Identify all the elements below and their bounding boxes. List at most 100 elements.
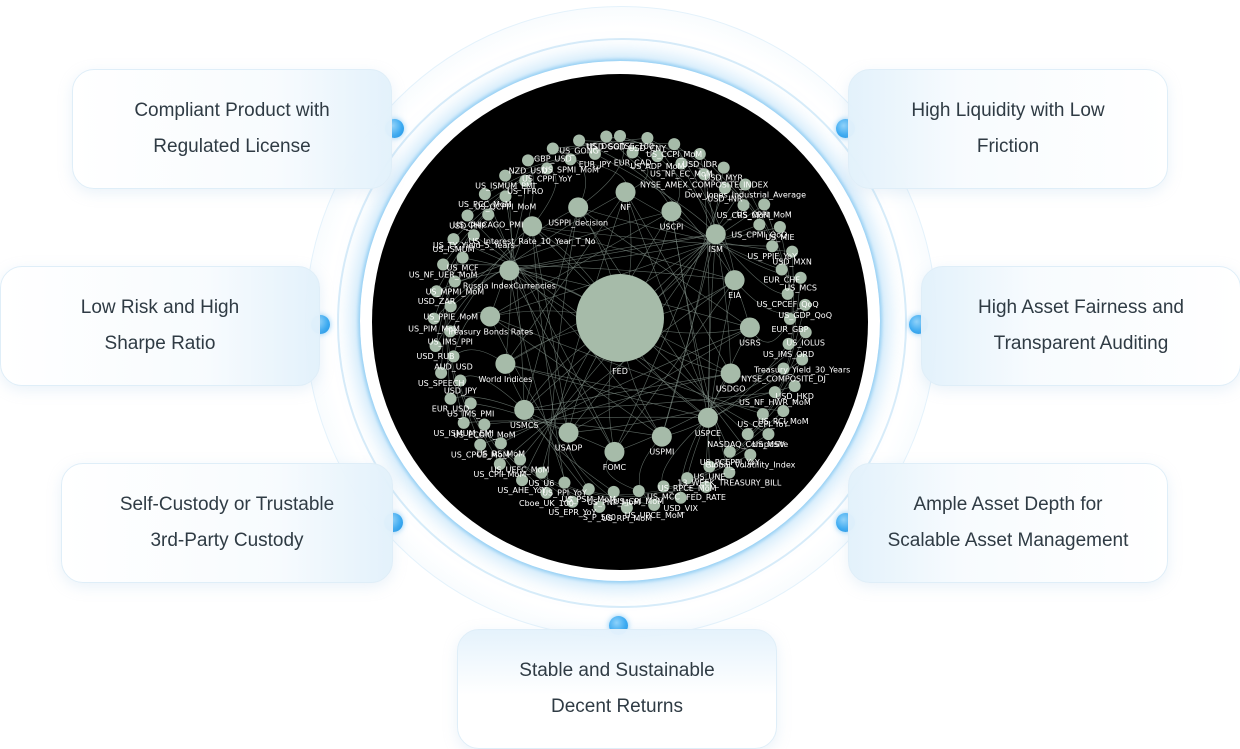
- network-node: [626, 146, 639, 159]
- feature-line: Ample Asset Depth for: [913, 494, 1103, 515]
- network-node: [794, 271, 807, 284]
- network-node: [607, 485, 620, 498]
- network-edge: [531, 226, 569, 433]
- network-node: [799, 298, 812, 311]
- network-node-label: EUR_JPY: [579, 160, 611, 169]
- feature-text: Ample Asset Depth for Scalable Asset Man…: [888, 487, 1129, 559]
- network-node-label: US_PNP_MoM: [587, 498, 640, 507]
- center-node-label: FED: [612, 367, 628, 376]
- network-edge: [699, 153, 731, 374]
- network-hub-label: USMCS: [510, 421, 539, 430]
- network-node-label: US_AHE_YoY: [498, 486, 547, 495]
- network-edge: [500, 327, 750, 444]
- network-node: [799, 326, 812, 339]
- network-edge: [594, 153, 716, 235]
- network-node-label: US_UNE: [694, 473, 726, 482]
- network-node-label: S_P_500: [583, 513, 616, 522]
- network-node-label: US_GONG: [559, 147, 599, 156]
- network-node: [430, 285, 443, 298]
- network-node-label: EUR_CAD: [614, 158, 652, 167]
- network-node-label: NYSE_AMEX_COMPOSITE_INDEX: [640, 180, 769, 189]
- network-node-label: US_PIM_MoM: [408, 325, 460, 334]
- network-edge: [524, 373, 731, 411]
- network-node: [461, 209, 474, 222]
- network-edge: [490, 316, 763, 415]
- network-edge: [614, 279, 735, 453]
- network-edge: [532, 225, 735, 281]
- network-node-label: US_TY_Yield_5_Years: [433, 241, 515, 250]
- network-node: [620, 501, 633, 514]
- network-edge: [546, 207, 579, 493]
- network-node: [535, 466, 548, 479]
- network-node: [600, 130, 613, 143]
- network-node-label: US_RCI_MoM: [758, 417, 809, 426]
- network-node: [648, 498, 661, 511]
- network-node-label: USD_ZAR: [418, 297, 456, 306]
- network-node-label: US_EPR_YoY: [548, 508, 596, 517]
- network-node: [739, 178, 752, 191]
- network-node: [428, 312, 441, 325]
- network-edge: [467, 215, 663, 437]
- network-node: [582, 483, 595, 496]
- feature-text: High Asset Fairness and Transparent Audi…: [978, 290, 1184, 362]
- network-node-label: US_PSM_MoM: [562, 495, 617, 504]
- network-node: [699, 480, 712, 493]
- network-node-label: EUR_USD: [432, 405, 470, 414]
- network-node: [675, 157, 688, 170]
- network-node: [467, 229, 480, 242]
- network-hub-label: Russia IndexCurrencies: [463, 282, 556, 291]
- network-edge: [625, 191, 731, 374]
- network-node: [657, 480, 670, 493]
- network-node: [464, 397, 477, 410]
- network-node: [632, 484, 645, 497]
- network-node: [447, 350, 460, 363]
- network-node-label: Dow_Jones_Industrial_Average: [685, 191, 806, 200]
- network-node-label: US_MCS: [784, 284, 817, 293]
- network-hub-node: [514, 399, 535, 420]
- network-node-label: US_PCC_MoM: [458, 200, 512, 209]
- network-hub-label: FOMC: [603, 463, 627, 472]
- network-node-label: GBP_USD: [534, 155, 572, 164]
- network-hub-node: [705, 224, 726, 245]
- network-node: [777, 362, 790, 375]
- network-node: [516, 474, 529, 487]
- feature-text: Stable and Sustainable Decent Returns: [519, 653, 714, 725]
- feature-line: Transparent Auditing: [993, 333, 1169, 354]
- network-node: [773, 221, 786, 234]
- network-node-label: US_CPPI_YoY: [522, 174, 572, 183]
- network-node-label: USD_IDR: [682, 160, 718, 169]
- network-node: [693, 147, 706, 160]
- network-edge: [577, 207, 751, 328]
- network-node-label: US_ISMUM: [432, 245, 474, 254]
- network-node: [499, 169, 512, 182]
- network-edge: [450, 191, 626, 307]
- network-node-label: EUR_GBP: [771, 325, 808, 334]
- network-edge: [509, 270, 615, 453]
- network-edge: [531, 226, 565, 483]
- network-hub-node: [558, 422, 579, 443]
- network-node: [718, 182, 731, 195]
- network-node-label: AUD_USD: [434, 362, 473, 371]
- network-node: [514, 453, 527, 466]
- network-node-label: US_QCPPI_MoM: [475, 202, 537, 211]
- network-node: [444, 392, 457, 405]
- network-node: [546, 142, 559, 155]
- network-node-label: Global_Volatility_Index: [705, 461, 795, 470]
- network-node: [519, 174, 532, 187]
- network-node-label: US_CPCE_MoM: [451, 451, 510, 460]
- network-node: [566, 495, 579, 508]
- network-hub-label: USADP: [555, 444, 583, 453]
- network-node: [499, 190, 512, 203]
- network-hub-label: USPMI: [649, 448, 674, 457]
- network-node: [474, 438, 487, 451]
- network-node: [762, 428, 775, 441]
- feature-card-asset-depth: Ample Asset Depth for Scalable Asset Man…: [848, 463, 1168, 583]
- network-node-label: USD_PHP: [449, 221, 486, 230]
- network-node: [668, 138, 681, 151]
- network-node-label: US_DGOTSE_100: [586, 142, 654, 151]
- network-edge: [703, 174, 710, 418]
- network-hub-node: [568, 197, 589, 218]
- feature-text: Self-Custody or Trustable 3rd-Party Cust…: [120, 487, 334, 559]
- network-hub-node: [604, 441, 625, 462]
- network-node-label: US_MSV: [752, 440, 785, 449]
